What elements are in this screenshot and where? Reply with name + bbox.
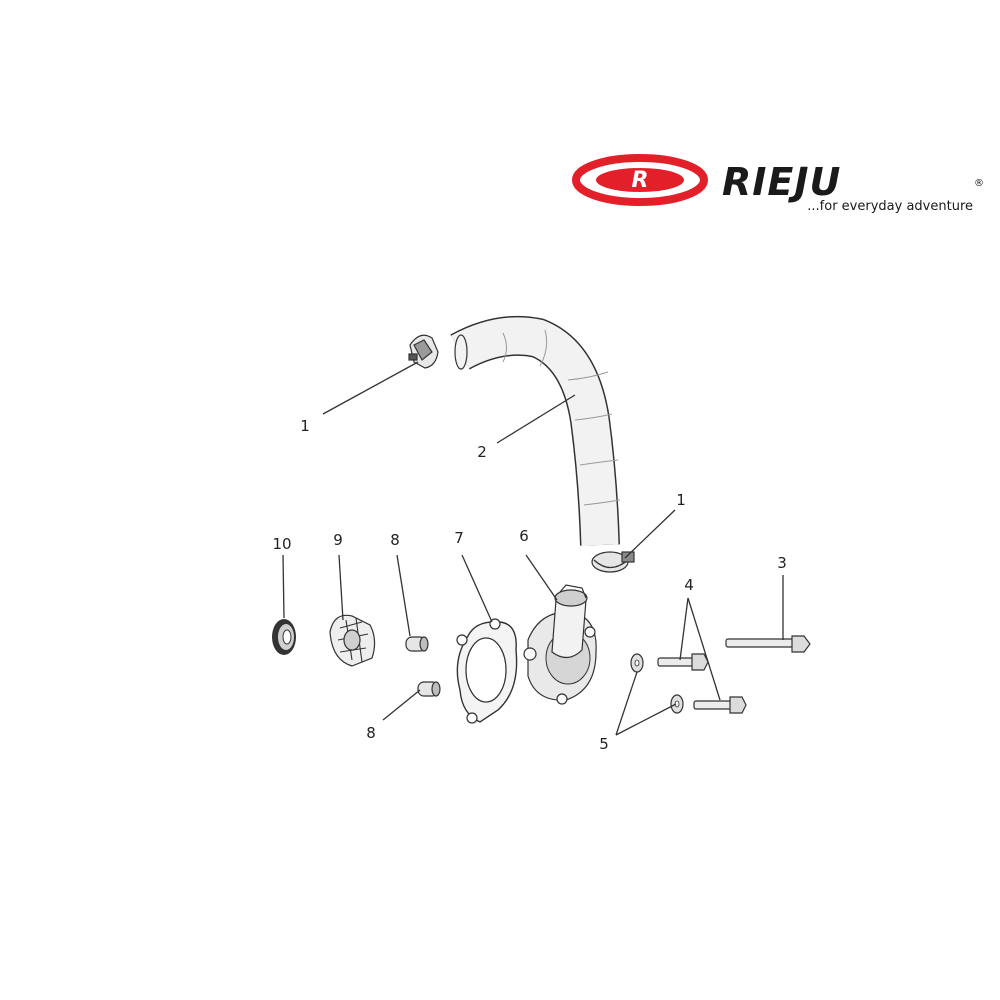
- callout-4-bolts: 4: [684, 576, 694, 594]
- bolt-short-top: [657, 653, 709, 671]
- coolant-hose: [450, 315, 621, 546]
- water-pump-cover: [523, 584, 597, 705]
- callout-6-pump-cover: 6: [519, 527, 529, 545]
- oil-seal: [272, 619, 296, 655]
- callout-7-gasket: 7: [454, 529, 464, 547]
- dowel-pin-top: [405, 636, 429, 652]
- pump-gasket: [456, 618, 518, 724]
- callout-8-pin-top: 8: [390, 531, 400, 549]
- registered-mark: ®: [974, 178, 984, 189]
- rieju-logo: R RIEJU ®: [572, 154, 984, 206]
- dowel-pin-bottom: [417, 681, 441, 697]
- tagline: ...for everyday adventure: [807, 199, 973, 214]
- hose-clamp-top: [408, 334, 439, 369]
- leader-lines: [282, 361, 784, 736]
- callout-3-long-bolt: 3: [777, 554, 787, 572]
- washer-bottom: [670, 694, 684, 714]
- callout-1-lower-clamp: 1: [676, 491, 686, 509]
- logo-wordmark: RIEJU: [722, 160, 841, 204]
- bolt-short-bottom: [693, 696, 747, 714]
- callout-9-impeller: 9: [333, 531, 343, 549]
- bolt-long: [725, 635, 811, 653]
- impeller: [329, 614, 376, 667]
- svg-text:R: R: [632, 168, 649, 193]
- callout-2-hose: 2: [477, 443, 487, 461]
- callout-8-pin-bottom: 8: [366, 724, 376, 742]
- callout-10-seal: 10: [272, 535, 291, 553]
- washer-top: [630, 653, 644, 673]
- callout-1-top-clamp: 1: [300, 417, 310, 435]
- hose-clamp-lower: [591, 551, 635, 573]
- callout-5-washers: 5: [599, 735, 609, 753]
